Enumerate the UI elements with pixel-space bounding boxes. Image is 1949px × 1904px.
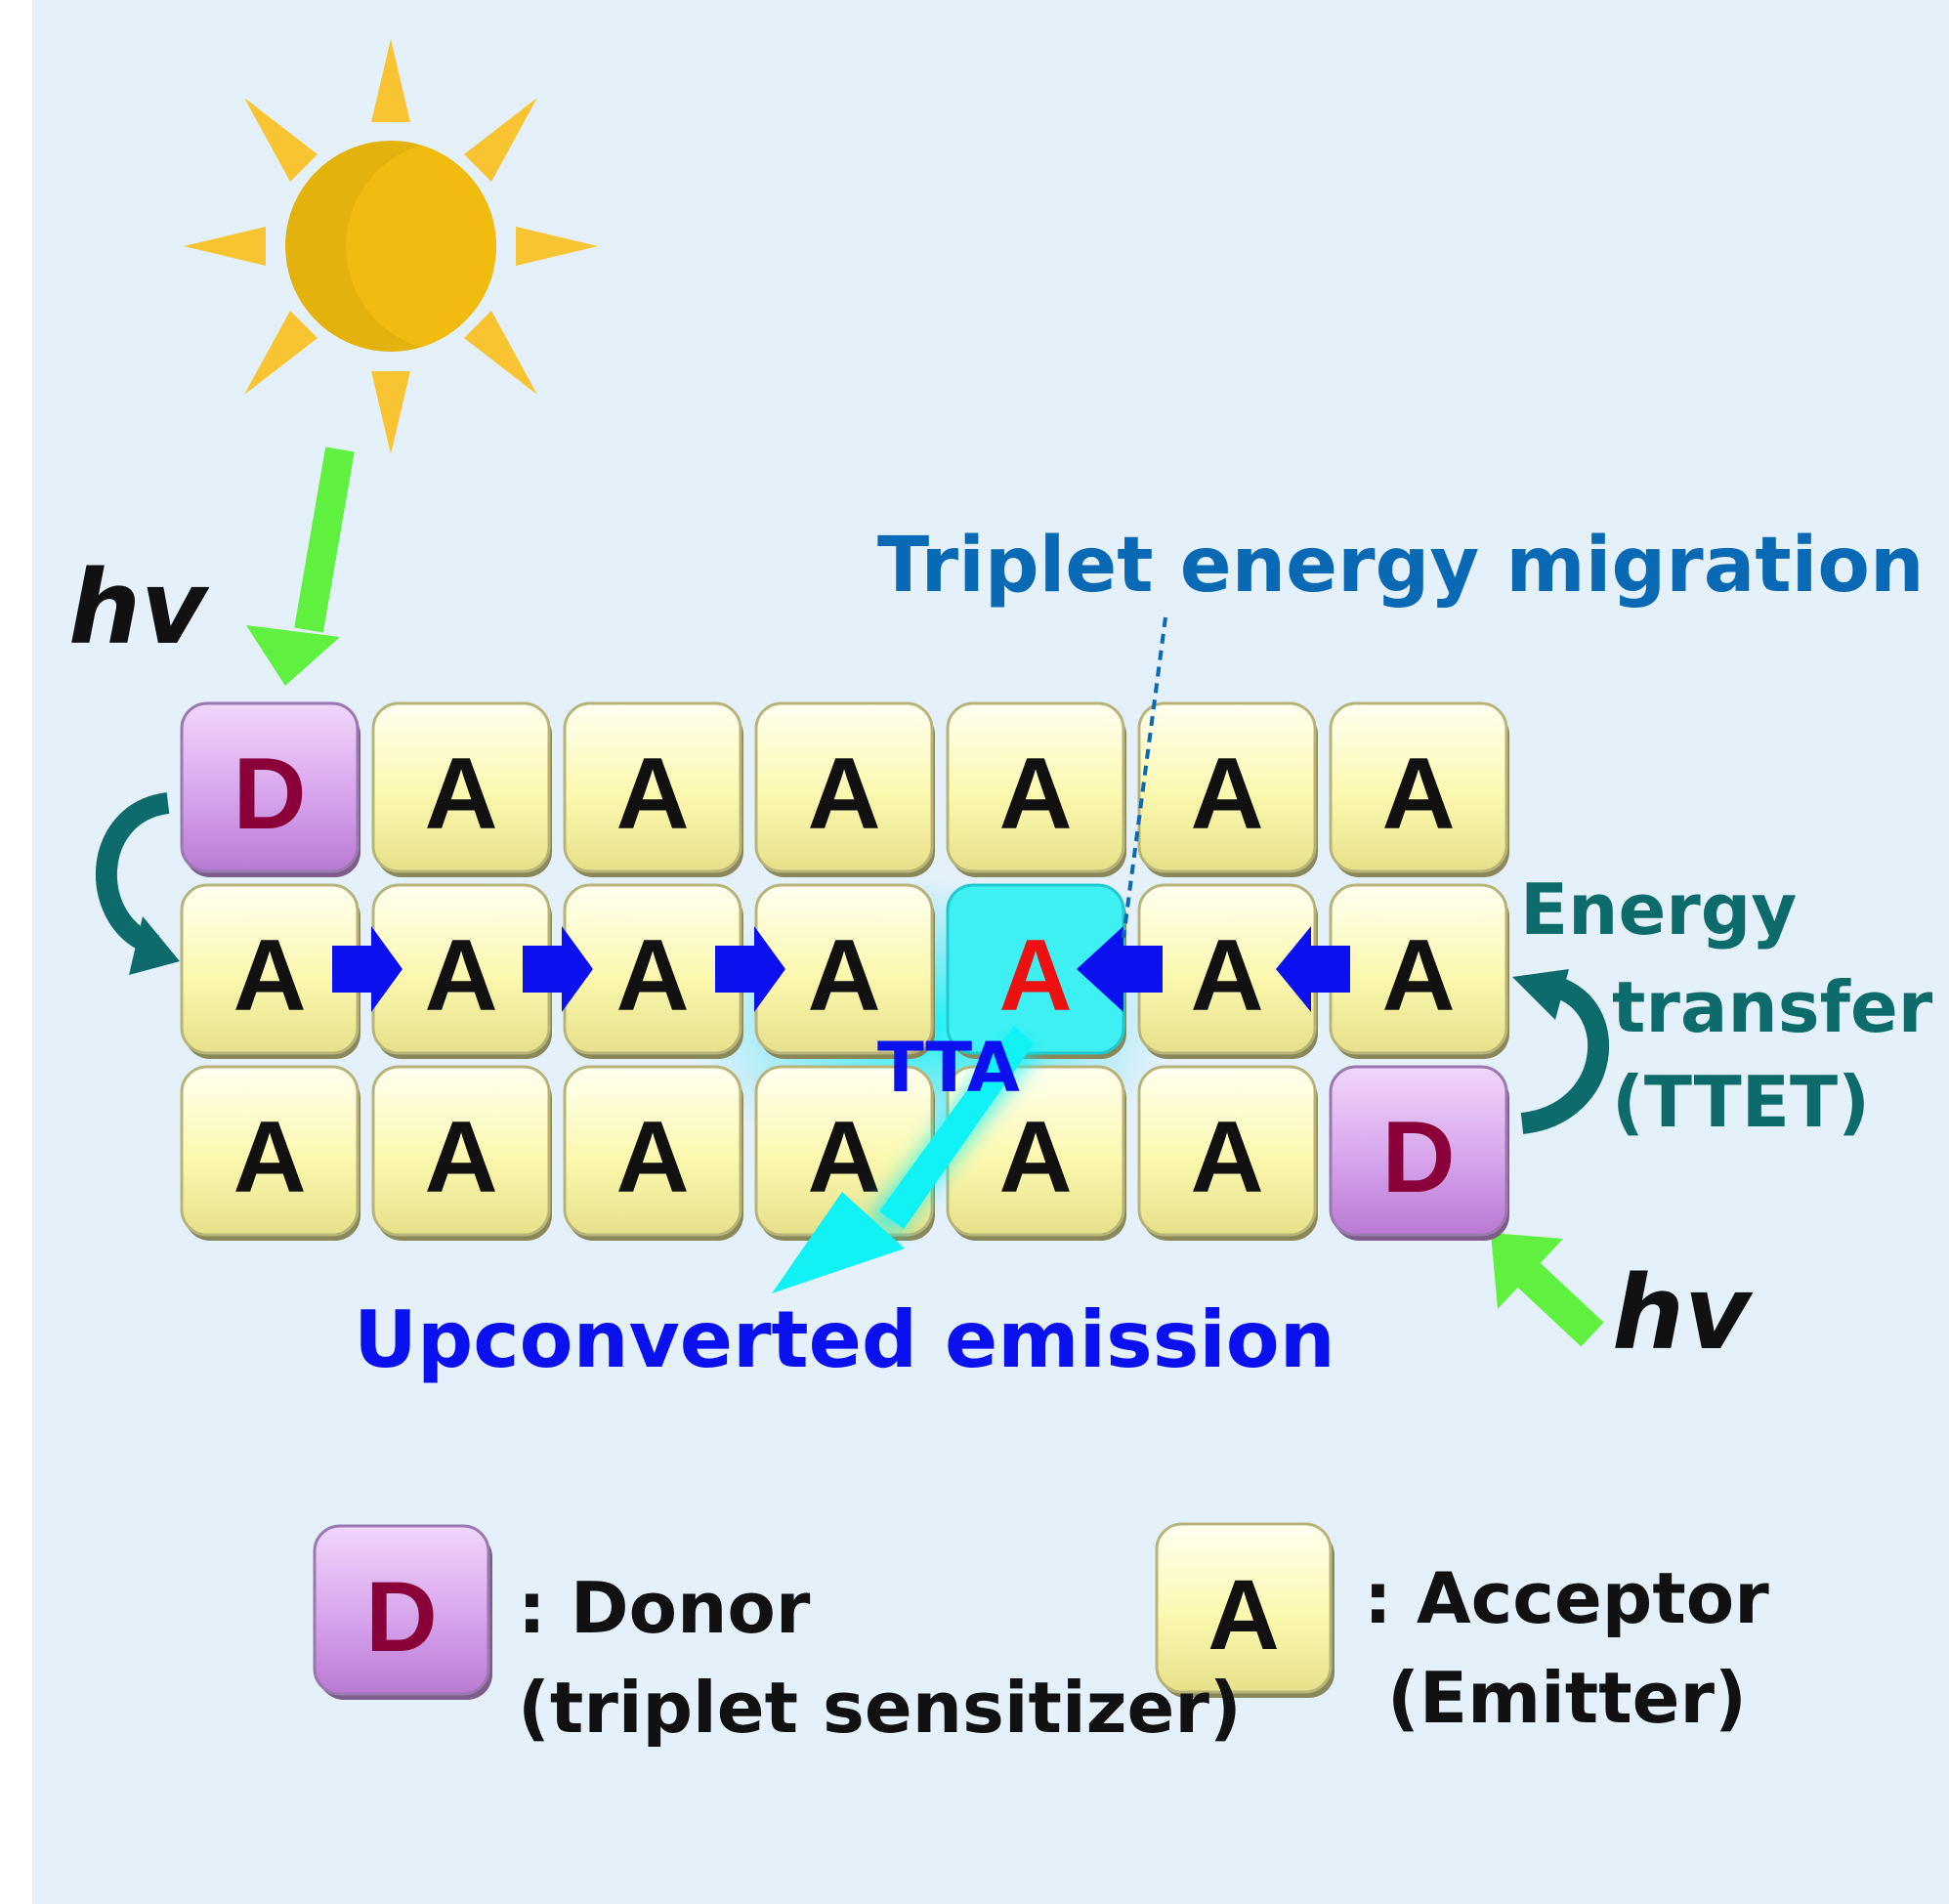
ttet-label-line1: Energy (1520, 868, 1798, 951)
acceptor-cell: A (563, 883, 743, 1059)
emitting-acceptor-cell: A (946, 883, 1126, 1059)
acceptor-cell: A (180, 1065, 360, 1241)
tta-label: TTA (877, 1028, 1020, 1108)
acceptor-cell: A (563, 701, 743, 877)
cell-symbol: A (615, 919, 689, 1033)
cell-symbol: A (233, 1101, 306, 1214)
acceptor-cell: A (180, 883, 360, 1059)
cell-symbol: A (807, 919, 880, 1033)
cell-symbol: A (615, 1101, 689, 1214)
emission-label: Upconverted emission (354, 1294, 1335, 1385)
hv-label-top: hv (68, 548, 207, 667)
cell-symbol: A (1190, 919, 1263, 1033)
cell-symbol: A (998, 1101, 1072, 1214)
acceptor-cell: A (946, 701, 1126, 877)
cell-symbol: A (424, 738, 497, 851)
legend-acceptor-box: A (1155, 1522, 1335, 1698)
acceptor-cell: A (371, 883, 552, 1059)
sun-icon (184, 39, 598, 454)
cell-symbol: A (1190, 1101, 1263, 1214)
migration-leader-line (1122, 616, 1167, 939)
legend-donor-line1: : Donor (518, 1567, 811, 1649)
ttet-arrow-right (1512, 969, 1610, 1134)
acceptor-cell: A (563, 1065, 743, 1241)
cell-symbol: A (1381, 738, 1455, 851)
legend-acceptor-line1: : Acceptor (1364, 1557, 1769, 1639)
cell-symbol: A (424, 1101, 497, 1214)
cell-symbol: A (807, 738, 880, 851)
acceptor-cell: A (754, 883, 935, 1059)
donor-cell: D (180, 701, 360, 877)
migration-arrows-left (1077, 926, 1350, 1012)
ttet-label-line3: (TTET) (1612, 1061, 1870, 1143)
acceptor-cell: A (371, 1065, 552, 1241)
legend-donor-symbol: D (365, 1561, 438, 1672)
acceptor-cell: A (1329, 883, 1509, 1059)
ttet-label-line2: transfer (1612, 966, 1933, 1048)
cell-symbol: D (1381, 1101, 1455, 1214)
acceptor-cell: A (946, 1065, 1126, 1241)
migration-arrows-right (332, 926, 785, 1012)
cell-symbol: A (1381, 919, 1455, 1033)
cell-symbol: D (233, 738, 306, 851)
legend-donor-box: D (313, 1524, 492, 1700)
acceptor-cell: A (754, 701, 935, 877)
cell-symbol: A (424, 919, 497, 1033)
emission-arrow (772, 1026, 1036, 1293)
acceptor-cell: A (1137, 701, 1318, 877)
acceptor-cell: A (371, 701, 552, 877)
hv-label-bottom: hv (1612, 1253, 1751, 1373)
light-arrow-bottom (1491, 1233, 1604, 1347)
cell-symbol: A (1190, 738, 1263, 851)
acceptor-cell: A (1137, 1065, 1318, 1241)
light-arrow-top (246, 446, 355, 686)
cell-symbol: A (998, 738, 1072, 851)
cell-symbol: A (233, 919, 306, 1033)
legend-acceptor-symbol: A (1208, 1559, 1280, 1671)
acceptor-cell: A (1329, 701, 1509, 877)
ttet-arrow-left (95, 792, 180, 975)
cell-symbol: A (615, 738, 689, 851)
legend-acceptor-line2: (Emitter) (1387, 1657, 1747, 1739)
legend-donor-line2: (triplet sensitizer) (518, 1667, 1242, 1749)
cell-symbol: A (998, 919, 1072, 1033)
acceptor-cell: A (1137, 883, 1318, 1059)
migration-label: Triplet energy migration (877, 522, 1925, 610)
donor-cell: D (1329, 1065, 1509, 1241)
